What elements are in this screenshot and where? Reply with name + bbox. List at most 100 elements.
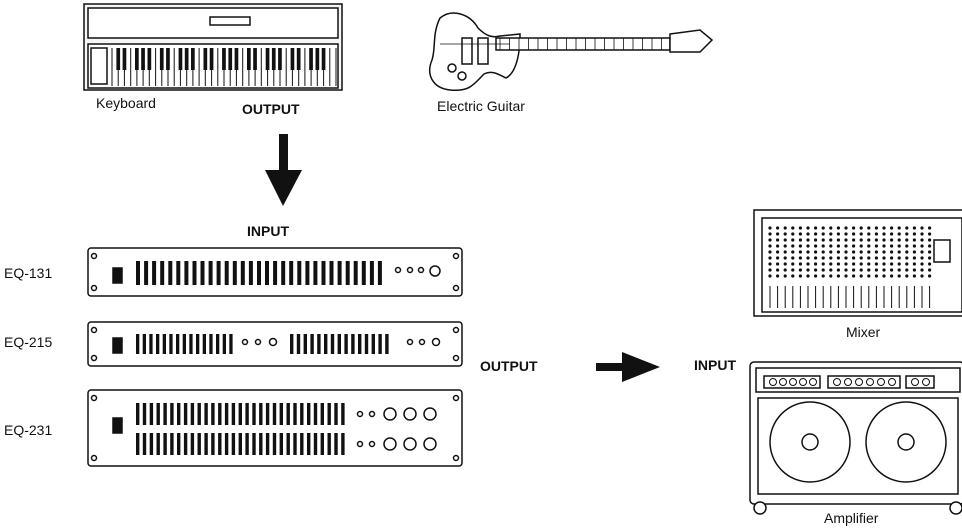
mixer-knob <box>913 250 916 253</box>
mixer-knob <box>852 244 855 247</box>
eq-slider <box>204 433 207 455</box>
eq-slider <box>281 261 285 285</box>
mixer-knob <box>822 226 825 229</box>
mixer-knob <box>867 238 870 241</box>
mixer-knob <box>920 262 923 265</box>
mixer-knob <box>814 256 817 259</box>
mixer-knob <box>882 226 885 229</box>
mixer-knob <box>875 268 878 271</box>
eq-slider <box>198 403 201 425</box>
mixer-knob <box>768 256 771 259</box>
mixer-knob <box>890 238 893 241</box>
eq-slider <box>136 261 140 285</box>
keyboard-black-key <box>247 48 251 70</box>
eq-slider <box>370 261 374 285</box>
eq-slider <box>287 403 290 425</box>
mixer-knob <box>768 250 771 253</box>
eq-slider <box>157 403 160 425</box>
eq-slider <box>293 403 296 425</box>
amp-knob <box>912 379 919 386</box>
keyboard-black-key <box>141 48 145 70</box>
mixer-knob <box>784 274 787 277</box>
amp-knob <box>800 379 807 386</box>
eq-slider <box>354 261 358 285</box>
mixer-knob <box>852 256 855 259</box>
mixer-knob <box>913 226 916 229</box>
mixer-knob <box>882 238 885 241</box>
mixer-knob <box>898 238 901 241</box>
eq-slider <box>170 403 173 425</box>
mixer-knob <box>768 232 771 235</box>
output-label-top: OUTPUT <box>242 101 300 117</box>
mixer-knob <box>814 274 817 277</box>
mixer-knob <box>882 274 885 277</box>
mixer-knob <box>875 256 878 259</box>
mixer-knob <box>791 268 794 271</box>
mixer-knob <box>806 262 809 265</box>
eq-slider <box>136 433 139 455</box>
mixer-knob <box>806 268 809 271</box>
keyboard-black-key <box>253 48 257 70</box>
mixer-knob <box>913 232 916 235</box>
mixer-knob <box>860 238 863 241</box>
mixer-knob <box>875 244 878 247</box>
mixer-knob <box>837 238 840 241</box>
mixer-knob <box>799 232 802 235</box>
eq-slider <box>191 433 194 455</box>
mixer-knob <box>837 274 840 277</box>
eq-slider <box>266 433 269 455</box>
eq-slider <box>372 334 375 354</box>
eq-slider <box>144 261 148 285</box>
mixer-knob <box>860 250 863 253</box>
mixer-knob <box>784 238 787 241</box>
eq-slider <box>287 433 290 455</box>
mixer-knob <box>837 250 840 253</box>
mixer-knob <box>791 244 794 247</box>
eq-slider <box>328 433 331 455</box>
mixer-knob <box>928 232 931 235</box>
mixer-knob <box>776 268 779 271</box>
eq-slider <box>249 261 253 285</box>
mixer-knob <box>768 262 771 265</box>
mixer-knob <box>860 232 863 235</box>
eq-slider <box>328 403 331 425</box>
eq-slider <box>225 433 228 455</box>
eq-slider <box>334 403 337 425</box>
mixer-knob <box>822 262 825 265</box>
keyboard-black-key <box>272 48 276 70</box>
mixer-knob <box>860 274 863 277</box>
eq-slider <box>321 403 324 425</box>
keyboard-black-key <box>278 48 282 70</box>
mixer-knob <box>776 262 779 265</box>
mixer-knob <box>920 268 923 271</box>
arrow-down-icon <box>265 134 302 206</box>
eq-slider <box>218 403 221 425</box>
mixer-knob <box>913 274 916 277</box>
mixer-knob <box>905 244 908 247</box>
mixer-knob <box>784 232 787 235</box>
mixer-knob <box>844 238 847 241</box>
mixer-knob <box>799 274 802 277</box>
mixer-knob <box>844 268 847 271</box>
amplifier-label: Amplifier <box>824 510 878 526</box>
mixer-knob <box>806 256 809 259</box>
mixer-knob <box>822 244 825 247</box>
mixer-knob <box>837 262 840 265</box>
eq-slider <box>297 334 300 354</box>
mixer-knob <box>890 226 893 229</box>
mixer-knob <box>898 226 901 229</box>
eq-slider <box>259 433 262 455</box>
mixer-knob <box>852 262 855 265</box>
eq-slider <box>163 403 166 425</box>
mixer-knob <box>768 268 771 271</box>
mixer-knob <box>814 232 817 235</box>
eq-slider <box>184 433 187 455</box>
mixer-knob <box>905 238 908 241</box>
mixer-knob <box>844 244 847 247</box>
mixer-knob <box>913 256 916 259</box>
mixer-knob <box>799 244 802 247</box>
mixer-knob <box>882 268 885 271</box>
mixer-knob <box>799 256 802 259</box>
eq-slider <box>201 261 205 285</box>
